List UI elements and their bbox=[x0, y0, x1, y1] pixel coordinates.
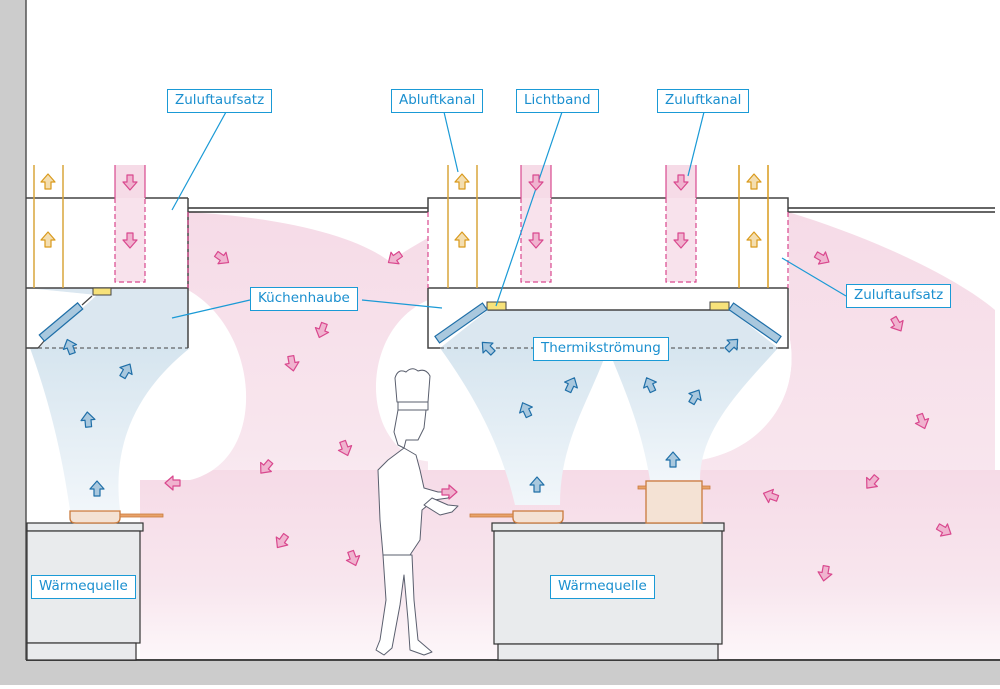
exhaust-air-arrow-icon bbox=[454, 173, 470, 190]
exhaust-duct-center-right bbox=[738, 165, 769, 288]
supply-air-arrow-icon bbox=[813, 251, 830, 265]
supply-air-arrow-icon bbox=[866, 474, 880, 489]
exhaust-air-arrow-icon bbox=[40, 231, 56, 248]
supply-air-arrow-icon bbox=[914, 412, 930, 430]
label-thermikstroemung: Thermikströmung bbox=[533, 337, 669, 361]
thermal-air-arrow-icon bbox=[80, 411, 96, 428]
grease-filter-center-right bbox=[728, 302, 782, 344]
supply-air-arrow-icon bbox=[260, 459, 274, 474]
supply-air-arrow-icon bbox=[890, 315, 904, 332]
leader-lines bbox=[171, 111, 847, 319]
supply-air-arrow-icon bbox=[528, 174, 544, 191]
exhaust-duct-left bbox=[33, 165, 64, 288]
supply-air-arrow-icon bbox=[164, 475, 181, 491]
ceiling bbox=[188, 207, 995, 213]
supply-air-arrow-icon bbox=[935, 523, 952, 537]
supply-air-arrow-icon bbox=[528, 232, 544, 249]
supply-air-arrow-icon bbox=[284, 354, 300, 372]
pan-right bbox=[469, 510, 564, 524]
label-lichtband: Lichtband bbox=[516, 89, 599, 113]
supply-air-arrow-icon bbox=[337, 439, 353, 457]
thermal-air-arrow-icon bbox=[529, 476, 545, 493]
chef-figure bbox=[375, 368, 459, 656]
label-abluftkanal: Abluftkanal bbox=[391, 89, 484, 113]
grease-filter-center-left bbox=[434, 302, 488, 344]
label-waermequelle-right: Wärmequelle bbox=[550, 575, 655, 599]
supply-air-arrow-icon bbox=[275, 532, 290, 549]
thermal-air-arrow-icon bbox=[519, 402, 533, 419]
exhaust-duct-center-left bbox=[447, 165, 478, 288]
pot bbox=[637, 480, 711, 524]
label-zuluftaufsatz-left: Zuluftaufsatz bbox=[167, 89, 273, 113]
hood-left bbox=[26, 165, 189, 349]
wall bbox=[0, 0, 26, 685]
light-band-center-right bbox=[709, 301, 730, 311]
light-band-left bbox=[92, 287, 112, 296]
thermal-air-arrow-icon bbox=[688, 389, 702, 406]
supply-air-arrow-icon bbox=[345, 549, 361, 567]
thermal-air-arrow-icon bbox=[665, 451, 681, 468]
flow-arrows bbox=[40, 173, 952, 582]
exhaust-air-arrow-icon bbox=[746, 231, 762, 248]
supply-air-arrow-icon bbox=[762, 488, 780, 504]
exhaust-air-arrow-icon bbox=[746, 173, 762, 190]
supply-air-arrow-icon bbox=[817, 564, 833, 582]
exhaust-air-arrow-icon bbox=[454, 231, 470, 248]
supply-air-arrow-icon bbox=[122, 232, 138, 249]
label-zuluftaufsatz-right: Zuluftaufsatz bbox=[846, 284, 952, 308]
supply-air-arrow-icon bbox=[673, 174, 689, 191]
thermal-air-arrow-icon bbox=[481, 341, 496, 356]
grease-filter-left bbox=[38, 302, 84, 342]
label-zuluftkanal: Zuluftkanal bbox=[657, 89, 750, 113]
supply-air-arrow-icon bbox=[122, 174, 138, 191]
supply-air-arrow-icon bbox=[673, 232, 689, 249]
hood-center bbox=[427, 165, 789, 349]
thermal-air-arrow-icon bbox=[724, 338, 739, 353]
supply-air-arrow-icon bbox=[213, 250, 230, 265]
thermal-air-arrow-icon bbox=[564, 377, 578, 394]
exhaust-air-arrow-icon bbox=[40, 173, 56, 190]
thermal-air-arrow-icon bbox=[62, 338, 78, 356]
thermal-air-arrow-icon bbox=[643, 377, 657, 394]
label-waermequelle-left: Wärmequelle bbox=[31, 575, 136, 599]
thermal-air-arrow-icon bbox=[89, 480, 105, 497]
supply-air-arrow-icon bbox=[387, 250, 404, 265]
thermal-air-arrow-icon bbox=[119, 363, 133, 380]
supply-air-arrow-icon bbox=[314, 321, 330, 339]
label-kuechenhaube: Küchenhaube bbox=[250, 287, 358, 311]
supply-air-arrow-icon bbox=[441, 484, 458, 500]
pan-left bbox=[69, 510, 164, 524]
floor bbox=[0, 660, 1000, 685]
